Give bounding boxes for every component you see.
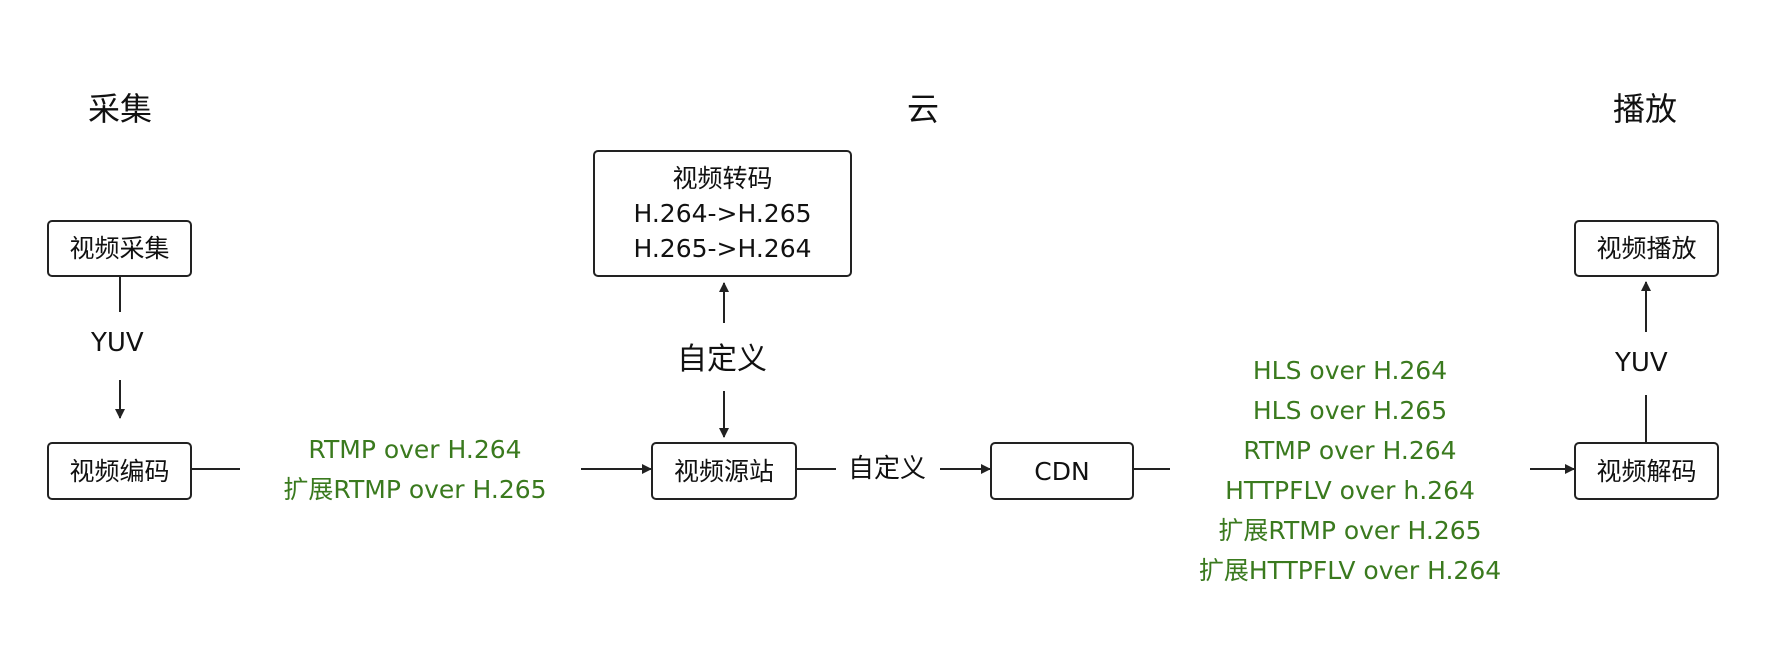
transcode-title: 视频转码 bbox=[672, 164, 773, 193]
video-decode-box: 视频解码 bbox=[1574, 442, 1719, 500]
download-protocol-item: HLS over H.264 bbox=[1252, 356, 1448, 385]
upload-protocol-item: 扩展RTMP over H.265 bbox=[283, 475, 547, 504]
section-heading-cloud: 云 bbox=[907, 90, 940, 128]
video-encode-label: 视频编码 bbox=[69, 456, 170, 486]
download-protocol-item: HLS over H.265 bbox=[1252, 396, 1448, 425]
video-origin-box: 视频源站 bbox=[651, 442, 797, 500]
video-decode-label: 视频解码 bbox=[1596, 456, 1697, 486]
transcode-line-1: H.264->H.265 bbox=[633, 199, 812, 228]
yuv-play-label: YUV bbox=[1615, 348, 1668, 378]
custom-cdn-label: 自定义 bbox=[848, 454, 927, 484]
video-origin-label: 视频源站 bbox=[673, 456, 774, 486]
video-capture-box: 视频采集 bbox=[47, 220, 192, 277]
yuv-capture-label: YUV bbox=[91, 328, 144, 358]
transcode-line-2: H.265->H.264 bbox=[633, 234, 812, 263]
section-heading-capture: 采集 bbox=[88, 90, 153, 128]
video-encode-box: 视频编码 bbox=[47, 442, 192, 500]
upload-protocol-list: RTMP over H.264 扩展RTMP over H.265 bbox=[260, 430, 570, 510]
custom-transcode-label: 自定义 bbox=[677, 342, 767, 377]
upload-protocol-item: RTMP over H.264 bbox=[308, 435, 522, 464]
cdn-box: CDN bbox=[990, 442, 1134, 500]
download-protocol-item: RTMP over H.264 bbox=[1243, 436, 1457, 465]
download-protocol-item: 扩展RTMP over H.265 bbox=[1218, 516, 1482, 545]
video-play-label: 视频播放 bbox=[1596, 234, 1697, 263]
download-protocol-list: HLS over H.264 HLS over H.265 RTMP over … bbox=[1175, 351, 1525, 591]
video-transcode-box: 视频转码 H.264->H.265 H.265->H.264 bbox=[593, 150, 852, 277]
video-capture-label: 视频采集 bbox=[69, 234, 170, 263]
section-heading-playback: 播放 bbox=[1613, 90, 1678, 128]
cdn-label: CDN bbox=[1034, 456, 1090, 486]
download-protocol-item: 扩展HTTPFLV over H.264 bbox=[1198, 556, 1502, 585]
video-play-box: 视频播放 bbox=[1574, 220, 1719, 277]
download-protocol-item: HTTPFLV over h.264 bbox=[1225, 476, 1475, 505]
